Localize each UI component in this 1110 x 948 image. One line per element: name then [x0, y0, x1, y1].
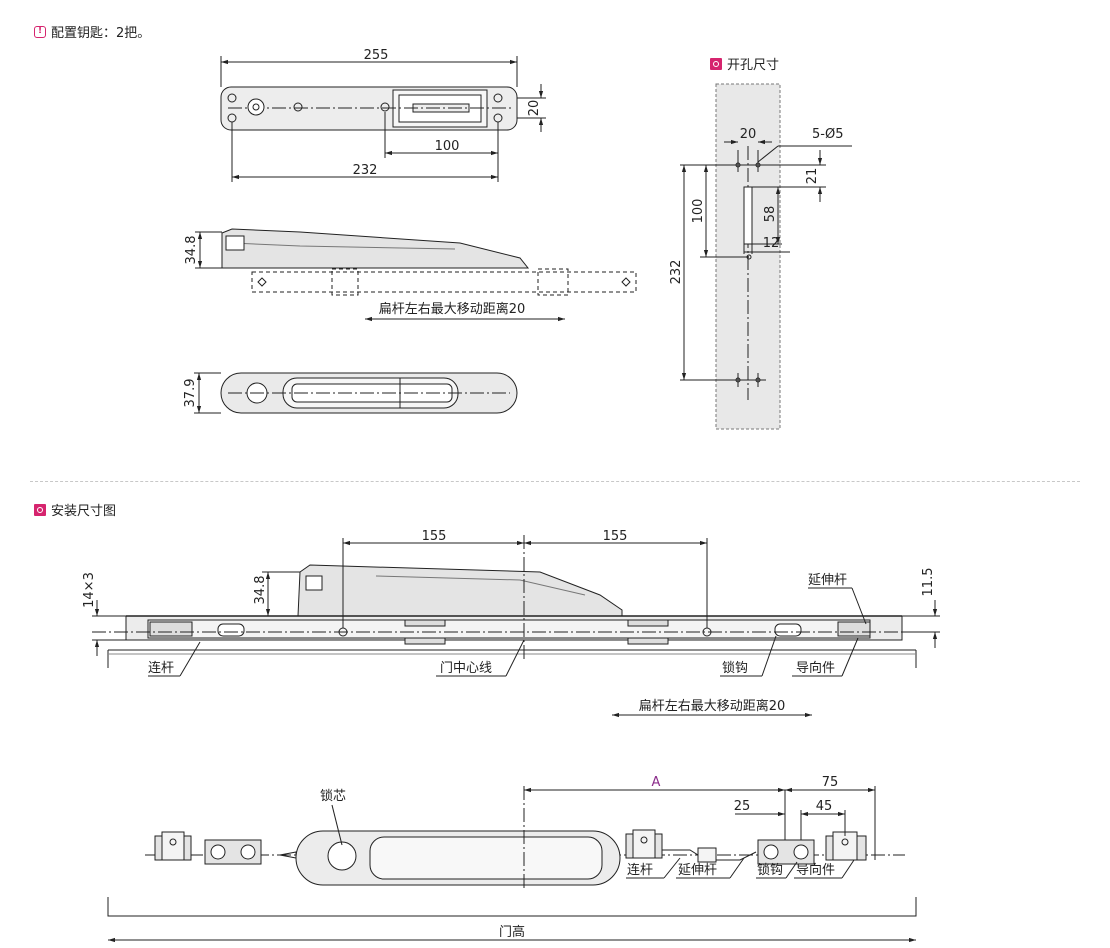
side-view: [195, 228, 637, 322]
dim-side-height: 34.8: [184, 236, 199, 265]
dim-hole-count: 5-Ø5: [812, 127, 843, 142]
install-view: [92, 535, 940, 718]
label-link-rod-2: 连杆: [627, 862, 653, 878]
install-heading-text: 安装尺寸图: [51, 504, 117, 519]
label-door-centerline: 门中心线: [440, 661, 492, 676]
dim-body-height: 34.8: [253, 576, 268, 605]
dim-25: 25: [734, 799, 751, 814]
dim-mount-span: 232: [353, 163, 378, 178]
bottom-assembly: [107, 786, 917, 943]
dim-bottom-height: 37.9: [183, 379, 198, 408]
dim-slot-offset: 21: [805, 168, 820, 185]
dim-width: 20: [527, 100, 542, 117]
label-lock-core: 锁芯: [320, 788, 346, 804]
label-lock-hook-2: 锁钩: [757, 862, 783, 878]
install-travel-caption: 扁杆左右最大移动距离20: [639, 698, 786, 714]
dim-total-length: 255: [364, 48, 389, 63]
label-guide-2: 导向件: [796, 862, 835, 878]
dim-hole-span: 100: [435, 139, 460, 154]
bottom-view: [194, 372, 518, 414]
warning-icon: !: [34, 25, 46, 38]
dim-install-left: 155: [422, 529, 447, 544]
section-marker-icon: [34, 503, 46, 516]
label-link-rod: 连杆: [148, 660, 174, 676]
keys-note: ! 配置钥匙：2把。: [34, 22, 150, 41]
top-view: [220, 56, 546, 182]
label-extension-rod: 延伸杆: [808, 573, 847, 588]
dim-cutout-span: 100: [691, 199, 706, 224]
label-guide: 导向件: [796, 660, 835, 676]
dim-45: 45: [816, 799, 833, 814]
dim-install-right: 155: [603, 529, 628, 544]
dim-rod-size: 14×3: [82, 572, 97, 608]
cutout-heading: 开孔尺寸: [710, 54, 779, 73]
label-door-height: 门高: [499, 924, 525, 940]
dim-A: A: [652, 775, 661, 790]
dim-slot-length: 58: [763, 206, 778, 223]
dim-75: 75: [822, 775, 839, 790]
label-lock-hook: 锁钩: [722, 660, 748, 676]
keys-note-text: 配置钥匙：2把。: [51, 26, 151, 41]
dim-slot-width: 12: [763, 236, 780, 251]
dim-hole-pitch: 20: [740, 127, 757, 142]
dim-cutout-total: 232: [669, 260, 684, 285]
cutout-view: [680, 83, 852, 430]
cutout-heading-text: 开孔尺寸: [727, 58, 780, 73]
dim-rod-offset: 11.5: [921, 568, 936, 597]
install-heading: 安装尺寸图: [34, 500, 116, 519]
section-divider: [30, 481, 1080, 482]
side-travel-caption: 扁杆左右最大移动距离20: [379, 301, 526, 317]
label-extension-rod-2: 延伸杆: [678, 863, 717, 878]
section-marker-icon: [710, 57, 722, 70]
